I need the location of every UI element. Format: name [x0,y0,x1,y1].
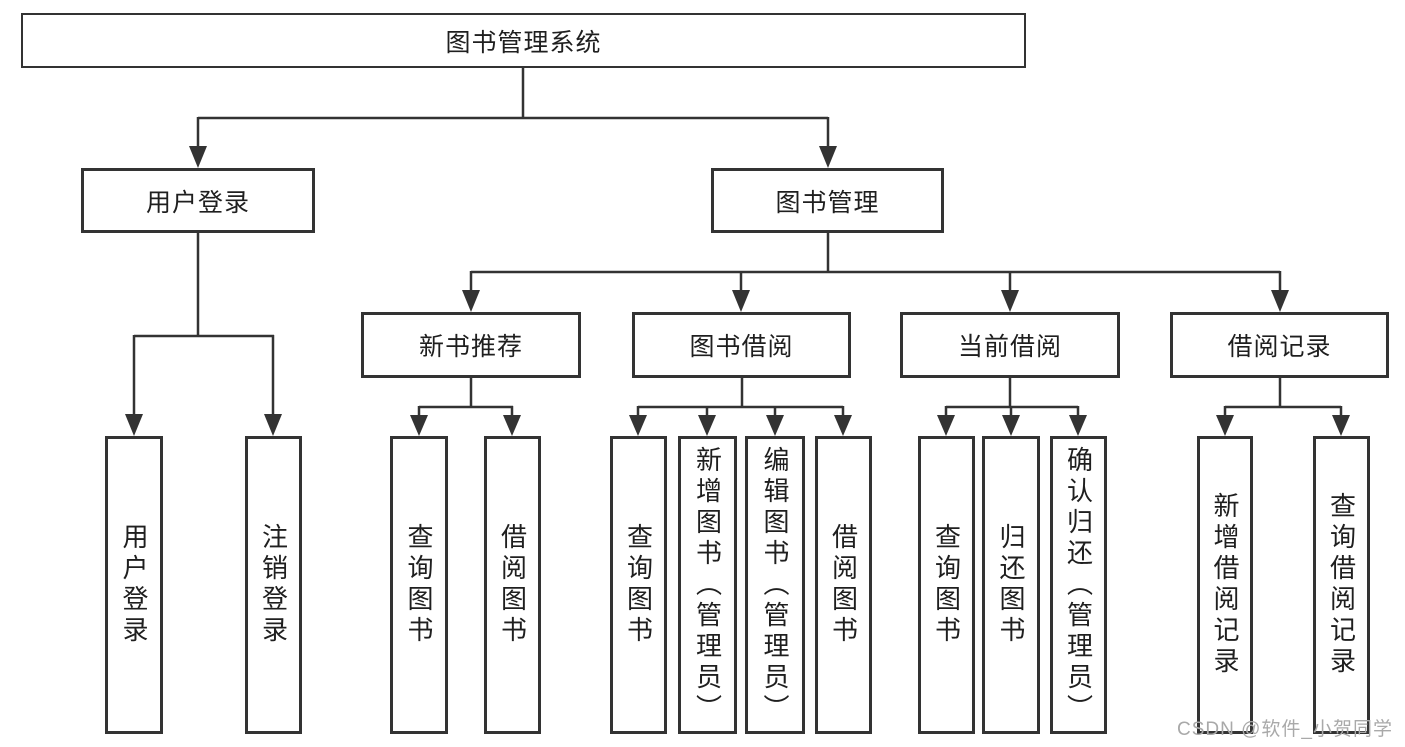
leaf-label: 借阅图书 [497,523,528,647]
leaf-label: 查询图书 [404,523,434,647]
leaf-label: 归还图书 [996,523,1026,647]
leaf-query-borrow-record: 查询借阅记录 [1313,436,1370,734]
node-book-management: 图书管理 [711,168,944,233]
node-label: 图书借阅 [689,333,794,361]
leaf-logout: 注销登录 [245,436,302,734]
leaf-label: 确认归还（管理员） [1063,445,1094,725]
node-label: 借阅记录 [1227,333,1332,361]
node-book-borrowing: 图书借阅 [632,312,851,378]
leaf-confirm-return-admin: 确认归还（管理员） [1050,436,1107,734]
leaf-add-book-admin: 新增图书（管理员） [678,436,737,734]
leaf-label: 查询图书 [931,523,962,647]
node-label: 图书管理系统 [445,28,602,57]
leaf-label: 新增图书（管理员） [692,445,723,725]
leaf-query-books-current: 查询图书 [918,436,975,734]
leaf-label: 查询借阅记录 [1326,492,1357,678]
leaf-borrow-books-recommend: 借阅图书 [484,436,541,734]
node-current-borrowing: 当前借阅 [900,312,1120,378]
leaf-user-login: 用户登录 [105,436,163,734]
leaf-label: 注销登录 [258,523,289,647]
node-library-management-system: 图书管理系统 [21,13,1026,68]
leaf-query-books-recommend: 查询图书 [390,436,448,734]
leaf-borrow-books: 借阅图书 [815,436,872,734]
node-borrowing-records: 借阅记录 [1170,312,1389,378]
node-label: 新书推荐 [418,333,523,361]
leaf-query-books-borrowing: 查询图书 [610,436,667,734]
node-label: 图书管理 [775,188,880,217]
leaf-add-borrow-record: 新增借阅记录 [1197,436,1253,734]
node-label: 用户登录 [145,188,250,217]
node-label: 当前借阅 [957,333,1062,361]
csdn-watermark: CSDN @软件_小贺同学 [1177,719,1393,740]
node-new-book-recommend: 新书推荐 [361,312,581,378]
leaf-label: 新增借阅记录 [1210,492,1240,678]
leaf-return-books: 归还图书 [982,436,1040,734]
leaf-label: 借阅图书 [828,523,859,647]
node-user-login: 用户登录 [81,168,315,233]
leaf-edit-book-admin: 编辑图书（管理员） [745,436,805,734]
leaf-label: 查询图书 [623,523,654,647]
leaf-label: 用户登录 [119,523,149,647]
leaf-label: 编辑图书（管理员） [760,445,790,725]
